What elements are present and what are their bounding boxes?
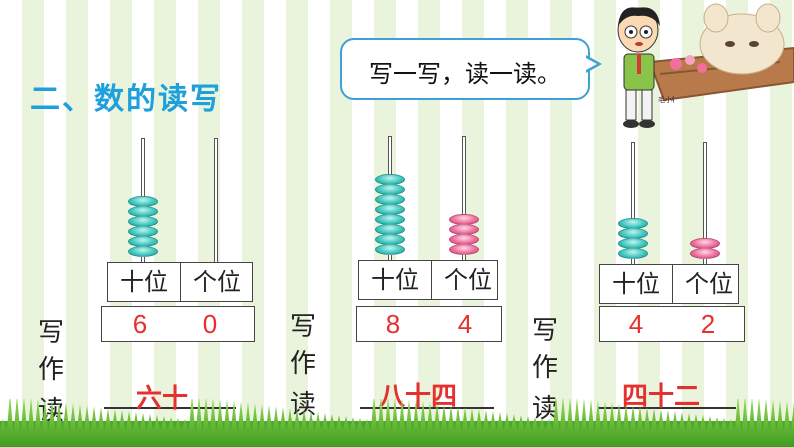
tens-bead [375,174,405,185]
place-value-box: 十位 个位 [358,260,498,300]
ones-rod [214,138,218,262]
write-label: 写作 [290,312,317,379]
tens-bead [618,248,648,259]
tens-label: 十位 [120,268,168,296]
ones-label: 个位 [444,266,492,294]
tens-label: 十位 [612,270,660,298]
bear-illustration [650,3,794,102]
tens-bead [128,246,158,257]
write-ones-digit: 0 [202,309,218,339]
tens-bead [375,244,405,255]
speech-bubble-tail-inner [586,58,597,70]
tens-rod [631,142,635,264]
read-answer-line [104,407,236,409]
tens-bead [375,184,405,195]
tens-bead [618,238,648,249]
write-ones-digit: 2 [700,309,716,339]
place-value-box: 十位 个位 [599,264,739,304]
tens-bead [375,194,405,205]
write-tens-digit: 4 [628,309,644,339]
ones-label: 个位 [193,268,241,296]
write-answer-box: 6 0 [101,306,255,342]
section-title: 二、数的读写 [30,82,222,117]
place-value-box: 十位 个位 [107,262,253,302]
tens-bead [375,214,405,225]
ones-bead [449,234,479,245]
read-answer-line [360,407,494,409]
ones-rod [462,136,466,260]
write-ones-digit: 4 [457,309,473,339]
write-tens-digit: 8 [385,309,401,339]
ones-rod [703,142,707,264]
ones-bead [690,248,720,259]
write-answer-box: 4 2 [599,306,745,342]
tens-label: 十位 [371,266,419,294]
tens-bead [375,224,405,235]
tens-bead [618,228,648,239]
tens-bead [375,234,405,245]
write-label: 写作 [38,318,65,385]
place-divider [672,265,673,303]
read-answer-line [598,407,736,409]
ones-bead [449,214,479,225]
ones-bead [449,244,479,255]
grass-border [0,399,794,447]
place-divider [431,261,432,299]
place-divider [180,263,181,301]
ones-bead [690,238,720,249]
tens-bead [618,218,648,229]
boy-character: 毛小特 [617,7,674,128]
speech-bubble: 写一写，读一读。 [340,38,590,100]
speech-bubble-text: 写一写，读一读。 [369,60,561,88]
read-answer: 四十二 [621,382,700,412]
ones-bead [449,224,479,235]
write-tens-digit: 6 [132,309,148,339]
tens-bead [128,216,158,227]
ones-label: 个位 [685,270,733,298]
write-answer-box: 8 4 [356,306,502,342]
tens-bead [128,206,158,217]
tens-bead [128,226,158,237]
tens-bead [128,196,158,207]
write-label: 写作 [532,316,559,383]
tens-bead [128,236,158,247]
read-answer: 六十 [135,384,188,414]
tens-bead [375,204,405,215]
character-tag: 毛小特 [658,95,674,104]
